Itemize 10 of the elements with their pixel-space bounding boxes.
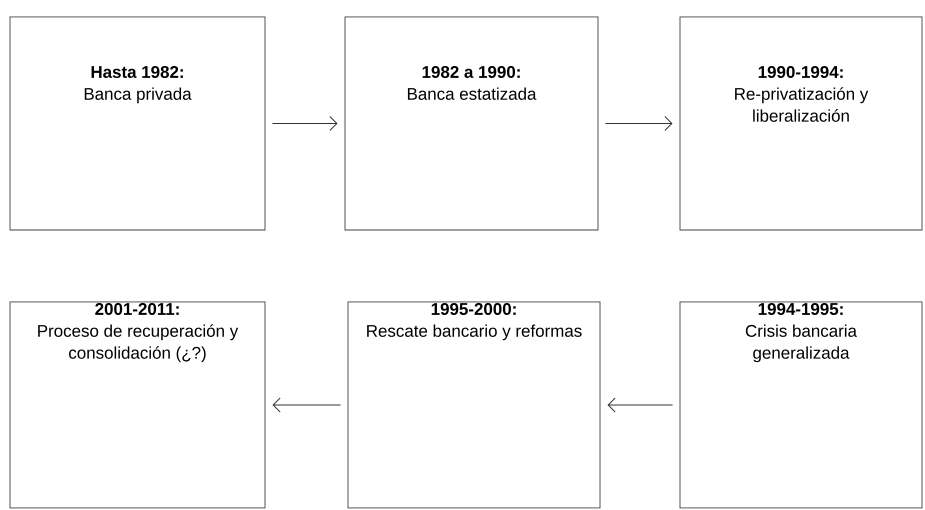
arrow [607,397,674,412]
arrow [272,116,338,131]
arrow [604,116,673,131]
period-box: 1982 a 1990: Banca estatizada [344,16,598,230]
period-box: 2001-2011: Proceso de recuperación y consolidación (¿?) [10,302,266,508]
arrow [272,397,342,412]
period-box: 1995-2000: Rescate bancario y reformas [348,302,600,508]
period-box: 1990-1994: Re-privatización y liberalización [680,16,922,230]
period-box: 1994-1995: Crisis bancaria generalizada [680,302,922,508]
period-box: Hasta 1982: Banca privada [10,16,266,230]
